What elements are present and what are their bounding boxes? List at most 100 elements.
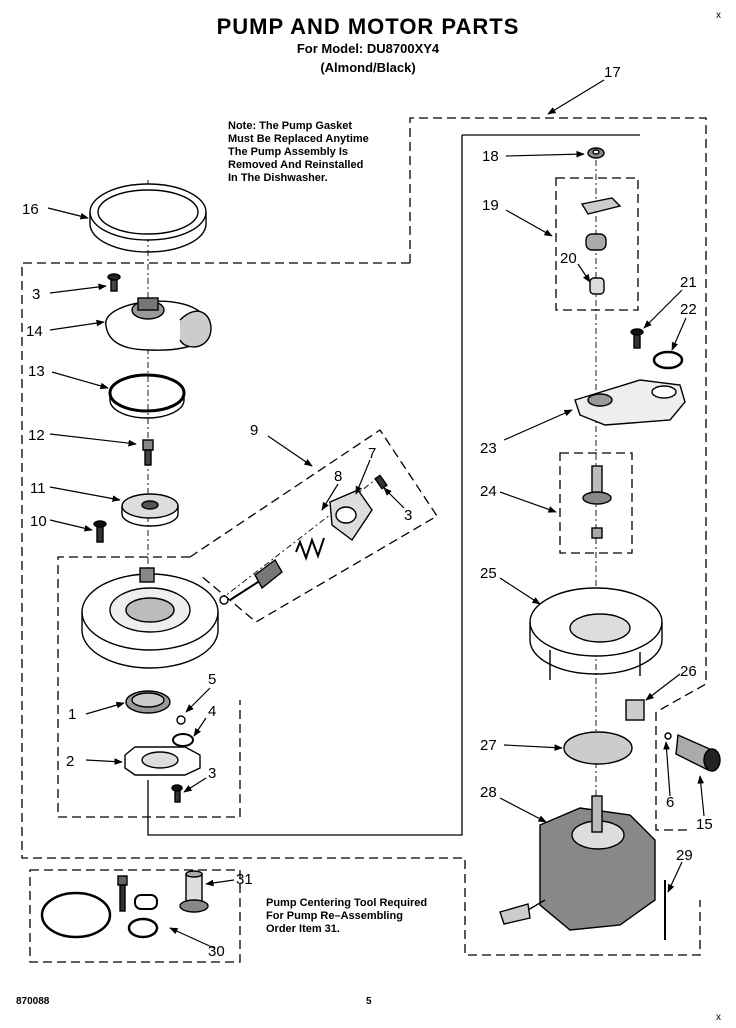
right-parts	[499, 147, 721, 940]
part-11-impeller	[121, 493, 179, 527]
callout-24: 24	[480, 483, 497, 500]
note-line: Order Item 31.	[266, 923, 340, 935]
kit-oring-large	[127, 917, 159, 939]
outline-9	[189, 429, 438, 623]
callout-13: 13	[28, 363, 45, 380]
callout-3a: 3	[32, 286, 40, 303]
callout-6: 6	[666, 794, 674, 811]
note-line: Pump Centering Tool Required	[266, 897, 428, 909]
note-line: Removed And Reinstalled	[228, 159, 364, 171]
part-26-clip	[625, 699, 645, 721]
outline-lower	[21, 262, 701, 956]
left-parts	[81, 183, 388, 803]
callout-28: 28	[480, 784, 497, 801]
document-number: 870088	[16, 996, 50, 1007]
callout-21: 21	[680, 274, 697, 291]
part-21-screw	[630, 328, 644, 349]
part-20-bushing	[589, 277, 605, 295]
part-4-oring	[172, 733, 194, 747]
callout-5: 5	[208, 671, 216, 688]
callout-18: 18	[482, 148, 499, 165]
part-19-coupling	[580, 197, 622, 251]
frame-lines	[147, 134, 640, 836]
part-7-inlet-cap	[329, 489, 373, 542]
part-25-motor-housing	[529, 587, 663, 680]
callout-3b: 3	[404, 507, 412, 524]
part-3-screw-bottom	[171, 784, 183, 803]
part-23-bracket	[574, 379, 686, 426]
frame-right	[147, 135, 463, 836]
callout-25: 25	[480, 565, 497, 582]
outline-30	[29, 869, 241, 963]
callout-26: 26	[680, 663, 697, 680]
outline-24	[559, 452, 633, 554]
part-12-bolt	[142, 439, 154, 466]
callout-2: 2	[66, 753, 74, 770]
note-line: In The Dishwasher.	[228, 172, 328, 184]
callouts-right: 17 18 19 20 21 22 23 24 25 26 27 6 15 28…	[208, 64, 713, 960]
callout-23: 23	[480, 440, 497, 457]
callout-3c: 3	[208, 765, 216, 782]
outline-17	[409, 117, 707, 713]
part-18-nut	[587, 147, 605, 159]
note-line: Must Be Replaced Anytime	[228, 133, 369, 145]
part-2-bracket	[124, 746, 201, 776]
pump-gasket-note: Note: The Pump Gasket Must Be Replaced A…	[228, 120, 369, 185]
part-27-disc	[563, 731, 633, 765]
color-variant: (Almond/Black)	[320, 60, 416, 75]
part-15-sensor	[675, 733, 721, 772]
callout-15: 15	[696, 816, 713, 833]
page-title: PUMP AND MOTOR PARTS	[216, 14, 520, 39]
callout-29: 29	[676, 847, 693, 864]
note-line: The Pump Assembly Is	[228, 146, 349, 158]
part-10-screw	[93, 520, 107, 543]
part-16-gasket	[89, 183, 207, 253]
callout-17: 17	[604, 64, 621, 81]
corner-mark-top: x	[716, 10, 721, 21]
outline-pump-housing	[57, 556, 241, 818]
leader-lines	[47, 79, 705, 949]
outline-19	[555, 177, 639, 311]
callout-4: 4	[208, 703, 216, 720]
kit-bolt	[117, 875, 128, 912]
part-8-spring	[295, 537, 325, 561]
assembly-outlines	[21, 117, 707, 963]
callout-31: 31	[236, 871, 253, 888]
part-14-cover	[105, 297, 212, 351]
callout-16: 16	[22, 201, 39, 218]
part-9-valve	[219, 558, 283, 605]
callout-14: 14	[26, 323, 43, 340]
callout-8: 8	[334, 468, 342, 485]
callout-1: 1	[68, 706, 76, 723]
part-28-motor	[499, 795, 656, 931]
corner-mark-bottom: x	[716, 1012, 721, 1023]
pump-housing	[81, 567, 219, 669]
part-31-centering-tool	[179, 870, 209, 913]
model-number: For Model: DU8700XY4	[296, 41, 440, 56]
kit-parts	[40, 870, 209, 939]
callout-30: 30	[208, 943, 225, 960]
part-3-screw-mid	[374, 474, 388, 490]
outline-26	[655, 712, 690, 831]
part-13-seal	[108, 373, 186, 419]
part-5-ball	[176, 715, 186, 725]
callout-19: 19	[482, 197, 499, 214]
note-line: For Pump Re–Assembling	[266, 910, 403, 922]
part-22-oring	[652, 350, 684, 370]
part-6-ring	[664, 732, 672, 740]
callout-9: 9	[250, 422, 258, 439]
part-3-screw-top	[107, 273, 121, 292]
callout-22: 22	[680, 301, 697, 318]
kit-gasket	[40, 891, 112, 939]
callout-10: 10	[30, 513, 47, 530]
callout-7: 7	[368, 445, 376, 462]
page-number: 5	[366, 996, 372, 1007]
callout-20: 20	[560, 250, 577, 267]
callout-12: 12	[28, 427, 45, 444]
note-line: Note: The Pump Gasket	[228, 120, 353, 132]
callout-11: 11	[30, 480, 46, 497]
callouts-left: 16 3 14 13 12 11 10 9 8 7 3 5 1 4 2 3	[22, 201, 412, 782]
centering-tool-note: Pump Centering Tool Required For Pump Re…	[266, 897, 427, 936]
